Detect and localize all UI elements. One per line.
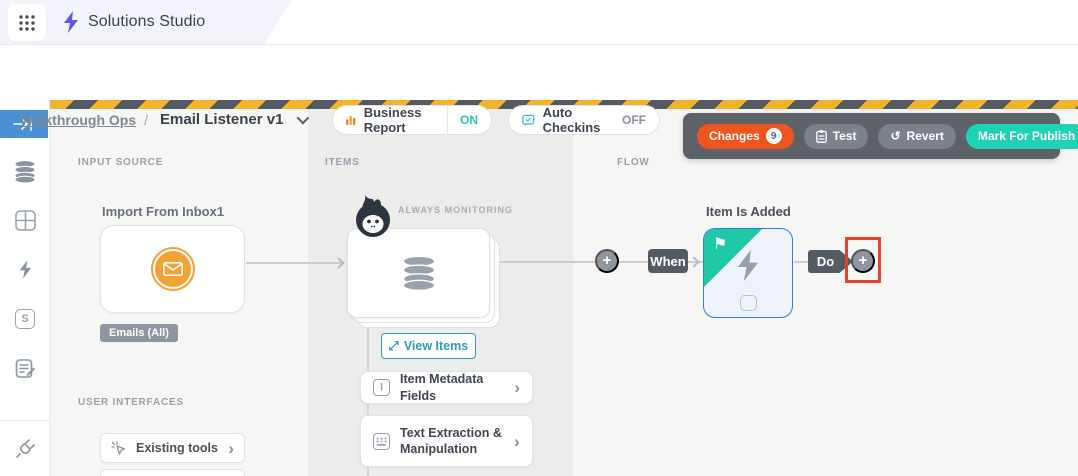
column-header-items: ITEMS xyxy=(325,157,360,168)
cursor-click-icon xyxy=(111,440,126,455)
breadcrumb-current[interactable]: Email Listener v1 xyxy=(160,111,284,128)
column-header-flow: FLOW xyxy=(617,157,650,168)
database-icon xyxy=(402,255,435,291)
arrow-to-bar-icon xyxy=(13,117,32,131)
sidebar-item-automations[interactable] xyxy=(0,259,50,280)
app-title: Solutions Studio xyxy=(88,13,206,30)
connector-input-to-items xyxy=(246,262,342,264)
grid-dots-icon xyxy=(19,14,35,31)
sidebar-item-integrations[interactable] xyxy=(0,438,50,460)
node-checkbox[interactable] xyxy=(740,295,757,311)
add-step-button-when[interactable]: + xyxy=(595,249,619,273)
publish-toolbar: Changes 9 Test ↺ Revert Mark For Publish xyxy=(683,113,1078,159)
hazard-stripe-banner xyxy=(50,100,1078,109)
chevron-right-icon: › xyxy=(514,378,520,397)
sidebar-item-notes[interactable] xyxy=(0,358,50,379)
sidebar-collapse-button[interactable] xyxy=(0,110,48,138)
item-metadata-fields-card[interactable]: I Item Metadata Fields › xyxy=(360,371,533,404)
always-monitoring-label: ALWAYS MONITORING xyxy=(398,205,514,215)
view-items-label: View Items xyxy=(403,339,469,353)
arrowhead-into-flow-node xyxy=(688,256,700,268)
changes-button[interactable]: Changes 9 xyxy=(697,123,794,149)
lightning-icon xyxy=(735,247,761,288)
monitoring-mascot-icon xyxy=(351,193,395,244)
bar-chart-icon xyxy=(346,115,356,125)
changes-count-badge: 9 xyxy=(765,128,782,144)
changes-label: Changes xyxy=(709,129,760,143)
sidebar-item-boards[interactable] xyxy=(0,210,50,231)
sidebar-divider xyxy=(0,420,50,421)
sub-header: Walkthrough Ops / Email Listener v1 Busi… xyxy=(0,45,1078,135)
plug-icon xyxy=(16,439,35,458)
test-button[interactable]: Test xyxy=(803,123,869,149)
flow-node-title: Item Is Added xyxy=(706,204,791,219)
input-node-filter-badge: Emails (All) xyxy=(100,324,178,342)
annotation-highlight-box xyxy=(845,237,881,283)
revert-icon: ↺ xyxy=(890,129,901,143)
lightning-icon xyxy=(19,260,31,279)
text-field-icon: I xyxy=(373,379,390,396)
mark-for-publish-button[interactable]: Mark For Publish xyxy=(965,123,1078,149)
breadcrumb-separator: / xyxy=(144,111,149,128)
chat-check-icon xyxy=(522,114,535,126)
existing-tools-label: Existing tools xyxy=(136,441,218,455)
revert-label: Revert xyxy=(906,129,944,143)
when-tag: When xyxy=(648,249,688,273)
item-metadata-fields-label: Item Metadata Fields xyxy=(400,372,484,403)
email-icon xyxy=(150,247,195,291)
brand-background xyxy=(0,0,292,44)
breadcrumb: Walkthrough Ops / Email Listener v1 xyxy=(20,111,310,128)
chevron-right-icon: › xyxy=(514,431,520,451)
document-edit-icon xyxy=(15,359,35,378)
app-launcher-button[interactable] xyxy=(8,4,46,41)
top-header: Solutions Studio xyxy=(0,0,1078,45)
flag-icon: ⚑ xyxy=(713,236,728,253)
workflow-canvas: INPUT SOURCE ITEMS FLOW Changes 9 Test ↺… xyxy=(50,109,1078,476)
next-tool-card-partial[interactable] xyxy=(100,469,245,476)
text-extraction-label: Text Extraction & Manipulation xyxy=(400,425,502,456)
s-square-icon: S xyxy=(15,309,35,329)
breadcrumb-parent-link[interactable]: Walkthrough Ops xyxy=(20,111,137,128)
test-label: Test xyxy=(832,129,857,143)
user-interfaces-heading: USER INTERFACES xyxy=(78,397,184,408)
brand-lightning-icon xyxy=(62,11,80,38)
do-tag: Do xyxy=(808,250,853,273)
business-report-toggle[interactable]: Business Report ON xyxy=(332,105,492,135)
auto-checkins-label: Auto Checkins xyxy=(542,105,601,135)
publish-label: Mark For Publish xyxy=(977,129,1076,143)
chevron-right-icon: › xyxy=(228,438,234,458)
left-sidebar: S xyxy=(0,100,50,476)
keyboard-grid-icon xyxy=(373,432,390,450)
text-extraction-card[interactable]: Text Extraction & Manipulation › xyxy=(360,415,533,467)
view-items-button[interactable]: ⤢ View Items xyxy=(381,333,476,359)
clipboard-icon xyxy=(815,129,827,143)
existing-tools-card[interactable]: Existing tools › xyxy=(100,433,245,463)
business-report-label: Business Report xyxy=(363,105,422,135)
expand-arrows-icon: ⤢ xyxy=(388,338,399,353)
input-node-title: Import From Inbox1 xyxy=(102,204,225,219)
auto-checkins-state: OFF xyxy=(622,113,646,127)
pill-divider xyxy=(447,105,448,135)
sidebar-item-data[interactable] xyxy=(0,160,50,183)
grid-squares-icon xyxy=(14,210,36,231)
input-source-node[interactable] xyxy=(100,225,245,313)
items-monitoring-node[interactable] xyxy=(347,228,490,318)
item-is-added-node[interactable]: ⚑ xyxy=(703,228,793,318)
sidebar-item-s-module[interactable]: S xyxy=(0,309,50,329)
database-icon xyxy=(14,160,36,183)
business-report-state: ON xyxy=(460,113,478,127)
add-action-button-do[interactable]: + xyxy=(851,249,875,273)
revert-button[interactable]: ↺ Revert xyxy=(878,123,956,149)
column-header-input-source: INPUT SOURCE xyxy=(78,157,164,168)
auto-checkins-toggle[interactable]: Auto Checkins OFF xyxy=(508,105,660,135)
